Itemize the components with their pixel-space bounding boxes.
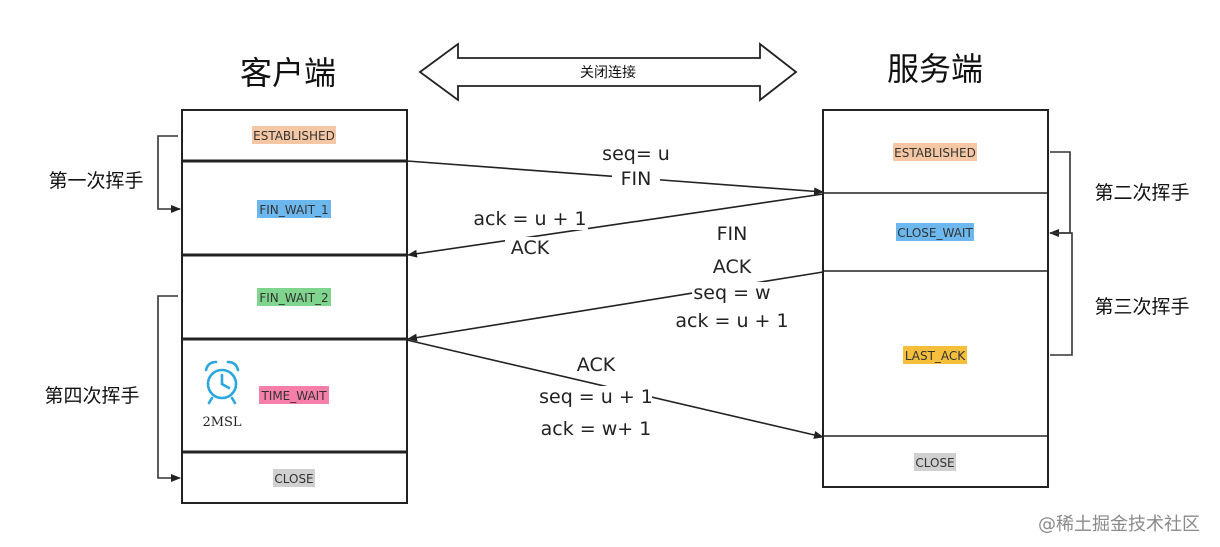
server-established-highlight bbox=[893, 143, 977, 161]
message-4-seq: seq = u + 1 bbox=[539, 386, 653, 408]
message-2-label: ack = u + 1 ACK bbox=[472, 208, 588, 259]
fourth-wave-label: 第四次挥手 bbox=[44, 385, 139, 407]
server-state-established: ESTABLISHED bbox=[894, 146, 976, 160]
double-arrow-icon bbox=[418, 42, 798, 102]
watermark: @稀土掘金技术社区 bbox=[1038, 514, 1200, 535]
client-fin-wait-1-highlight bbox=[257, 200, 331, 218]
message-2-ack: ack = u + 1 bbox=[473, 208, 586, 230]
message-4-flag: ACK bbox=[577, 354, 616, 376]
banner-label: 关闭连接 bbox=[580, 64, 636, 81]
fourth-wave-bracket bbox=[157, 295, 181, 482]
client-fin-wait-2-highlight bbox=[257, 288, 331, 306]
alarm-clock-icon bbox=[204, 360, 240, 405]
client-column-frame bbox=[181, 109, 408, 504]
second-wave-label: 第二次挥手 bbox=[1094, 182, 1189, 204]
close-connection-banner: 关闭连接 bbox=[418, 42, 798, 102]
message-4-label: ACK seq = u + 1 ack = w+ 1 bbox=[539, 354, 653, 440]
first-wave-bracket bbox=[157, 135, 181, 213]
message-2-flag: ACK bbox=[511, 237, 550, 259]
timer-label: 2MSL bbox=[202, 415, 241, 430]
client-state-fin-wait-2: FIN_WAIT_2 bbox=[259, 291, 328, 305]
message-3-seq: seq = w bbox=[693, 282, 770, 304]
server-last-ack-highlight bbox=[903, 346, 967, 364]
client-state-column: ESTABLISHED FIN_WAIT_1 FIN_WAIT_2 TIME_W… bbox=[181, 109, 408, 504]
server-state-close-wait: CLOSE_WAIT bbox=[897, 226, 973, 240]
second-wave-bracket bbox=[1049, 151, 1071, 237]
message-1-flag: FIN bbox=[621, 168, 652, 190]
third-wave-label: 第三次挥手 bbox=[1094, 296, 1189, 318]
server-close-highlight bbox=[914, 453, 956, 471]
client-established-highlight bbox=[252, 126, 336, 144]
third-wave-bracket bbox=[1050, 232, 1073, 356]
server-state-close: CLOSE bbox=[915, 456, 954, 470]
server-close-wait-highlight bbox=[896, 223, 974, 241]
message-1-label: seq= u FIN bbox=[600, 143, 672, 190]
server-state-last-ack: LAST_ACK bbox=[905, 349, 966, 363]
client-title: 客户端 bbox=[240, 54, 336, 92]
client-state-established: ESTABLISHED bbox=[253, 129, 335, 143]
client-state-close: CLOSE bbox=[274, 472, 313, 486]
client-state-fin-wait-1: FIN_WAIT_1 bbox=[259, 203, 328, 217]
client-time-wait-highlight bbox=[259, 386, 329, 404]
server-state-column: ESTABLISHED CLOSE_WAIT LAST_ACK CLOSE bbox=[822, 109, 1049, 488]
first-wave-label: 第一次挥手 bbox=[48, 170, 143, 192]
client-state-time-wait: TIME_WAIT bbox=[260, 389, 327, 403]
message-3-ack: ACK bbox=[713, 256, 752, 278]
message-4-ack: ack = w+ 1 bbox=[541, 418, 652, 440]
message-3-ack-num: ack = u + 1 bbox=[675, 310, 788, 332]
server-column-frame bbox=[822, 109, 1049, 488]
message-3-label: FIN ACK seq = w ack = u + 1 bbox=[675, 223, 789, 332]
ack-arrow-server-to-client bbox=[407, 193, 824, 258]
server-title: 服务端 bbox=[887, 50, 983, 88]
message-1-seq: seq= u bbox=[602, 143, 670, 165]
client-close-highlight bbox=[273, 469, 315, 487]
message-3-fin: FIN bbox=[717, 223, 748, 245]
